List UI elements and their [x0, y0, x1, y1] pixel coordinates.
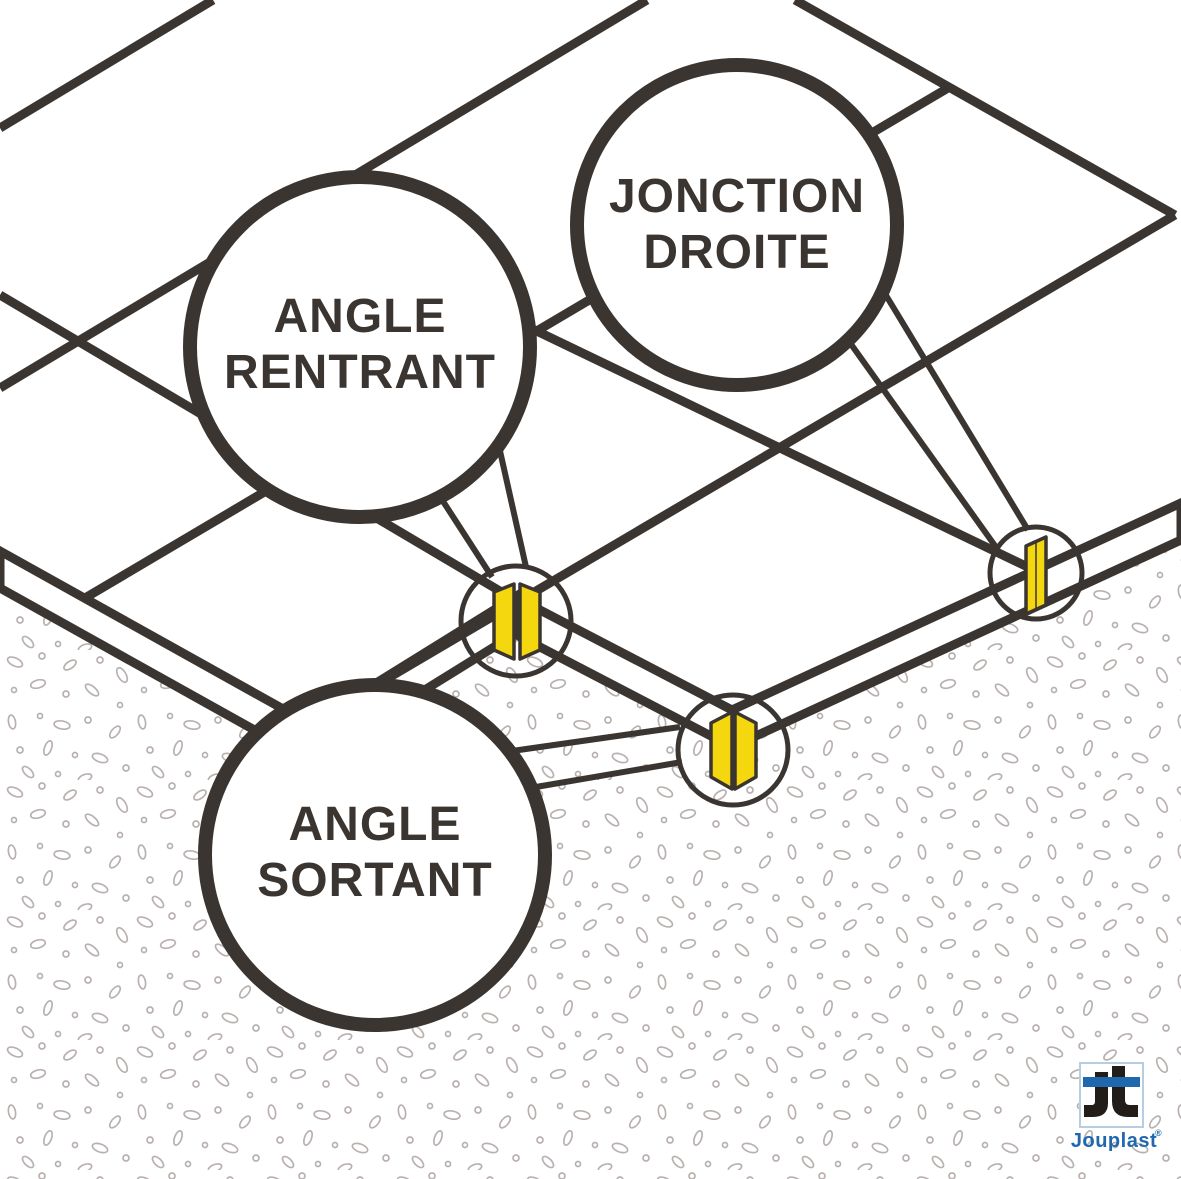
callout-circle-jonction-droite: [570, 58, 904, 392]
jouplast-logo: Jouplast ®: [1071, 1062, 1162, 1152]
clip-angle-rentrant-icon: [492, 582, 542, 661]
clip-face: [709, 710, 734, 791]
callout-label-jonction-droite-line1: JONCTION: [609, 170, 865, 223]
gravel-ground: [0, 540, 1181, 1179]
callout-pointer-line: [845, 338, 1001, 552]
callout-label-angle-sortant-line2: SORTANT: [257, 854, 492, 907]
tile-grid-line: [0, 0, 216, 132]
clip-marker-circle-jonction-droite: [987, 524, 1085, 622]
callout-pointer-line: [495, 441, 529, 568]
jouplast-wordmark: Jouplast: [1071, 1130, 1157, 1152]
clip-face: [518, 582, 542, 661]
callout-label-angle-rentrant-line1: ANGLE: [274, 290, 447, 343]
clip-face: [733, 710, 758, 791]
callout-pointer-line: [504, 724, 681, 755]
callout-label-jonction-droite-line2: DROITE: [643, 226, 830, 279]
clip-jonction-droite-icon: [1024, 535, 1048, 616]
callout-pointer-line: [434, 490, 495, 579]
tile-grid-line: [307, 211, 1178, 728]
deck-back-right-edge: [792, 0, 1178, 219]
clip-face: [492, 582, 516, 661]
callout-pointer-line: [529, 759, 683, 791]
clip-marker-circle-angle-sortant: [675, 692, 791, 808]
clip-angle-sortant-icon: [709, 710, 758, 791]
registered-mark: ®: [1155, 1128, 1162, 1138]
callout-label-angle-rentrant-line2: RENTRANT: [224, 346, 496, 399]
clip-marker-circle-angle-rentrant: [458, 563, 574, 679]
callout-circle-angle-sortant: [198, 678, 552, 1032]
callout-pointer-lines: [434, 290, 1031, 791]
callout-pointer-line: [881, 290, 1031, 532]
callout-circle-angle-rentrant: [183, 170, 537, 524]
jouplast-logo-box: [1079, 1062, 1144, 1128]
monogram-blue-bar: [1083, 1077, 1140, 1087]
callout-label-angle-sortant-line1: ANGLE: [289, 798, 462, 851]
jouplast-monogram-icon: [1083, 1066, 1140, 1117]
